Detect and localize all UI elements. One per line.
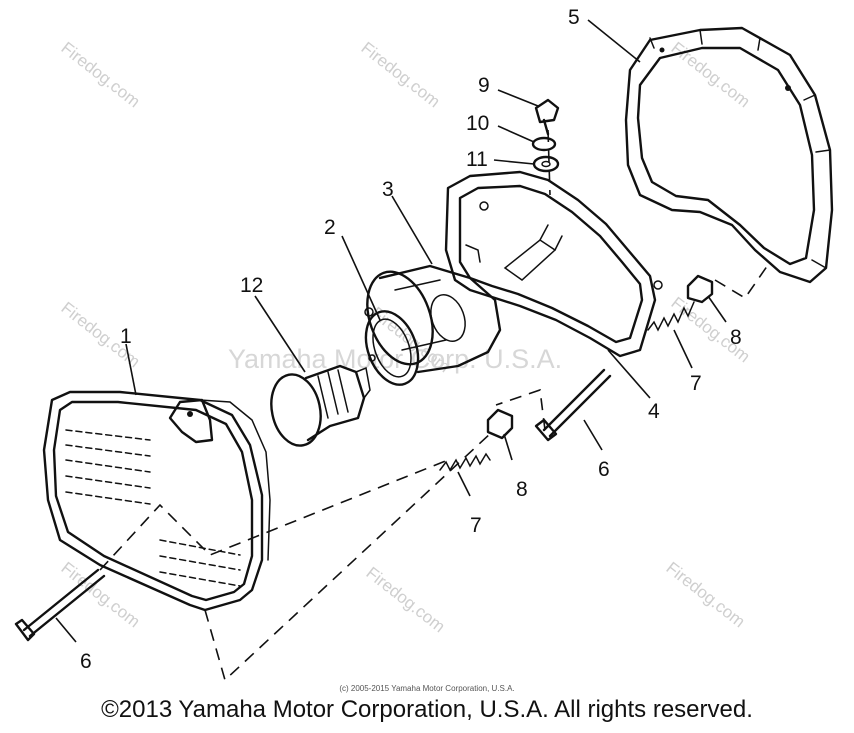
part-2-clip [364, 307, 420, 386]
callout-8-lower: 8 [516, 478, 528, 501]
callout-6-upper: 6 [598, 458, 610, 481]
callout-2: 2 [324, 216, 336, 239]
callout-11: 11 [466, 148, 488, 171]
callout-7-upper: 7 [690, 372, 702, 395]
callout-1: 1 [120, 325, 132, 348]
part-6-screw-upper [534, 368, 612, 442]
callout-10: 10 [466, 112, 489, 135]
callout-4: 4 [648, 400, 660, 423]
callout-5: 5 [568, 6, 580, 29]
part-12-bulb [270, 364, 371, 447]
small-copyright: (c) 2005-2015 Yamaha Motor Corporation, … [339, 684, 515, 693]
watermark-site: Firedog.com [58, 38, 144, 111]
callout-12: 12 [240, 274, 263, 297]
copyright-notice: ©2013 Yamaha Motor Corporation, U.S.A. A… [101, 696, 753, 723]
part-5-rim [624, 26, 834, 284]
watermark-site: Firedog.com [663, 558, 749, 631]
part-1-headlight [42, 390, 271, 612]
watermark-site: Firedog.com [363, 563, 449, 636]
part-7-spring-upper [647, 301, 695, 332]
callout-labels: 1 2 3 4 5 6 6 7 7 8 8 9 10 11 12 [80, 6, 742, 673]
callout-3: 3 [382, 178, 394, 201]
watermark-site: Firedog.com [358, 38, 444, 111]
callout-6-lower: 6 [80, 650, 92, 673]
leader-lines [55, 19, 727, 643]
lens-pattern [65, 429, 241, 587]
part-10-washer [531, 136, 557, 152]
part-4-housing [444, 170, 663, 358]
part-8-nut-lower [486, 408, 514, 440]
alignment-lines [99, 129, 771, 682]
part-7-spring-lower [439, 452, 491, 472]
part-9-screw [534, 98, 560, 136]
part-8-nut-upper [686, 274, 714, 304]
part-11-washer [532, 155, 560, 173]
part-6-screw-lower [14, 568, 106, 642]
callout-8-upper: 8 [730, 326, 742, 349]
callout-9: 9 [478, 74, 490, 97]
callout-7-lower: 7 [470, 514, 482, 537]
